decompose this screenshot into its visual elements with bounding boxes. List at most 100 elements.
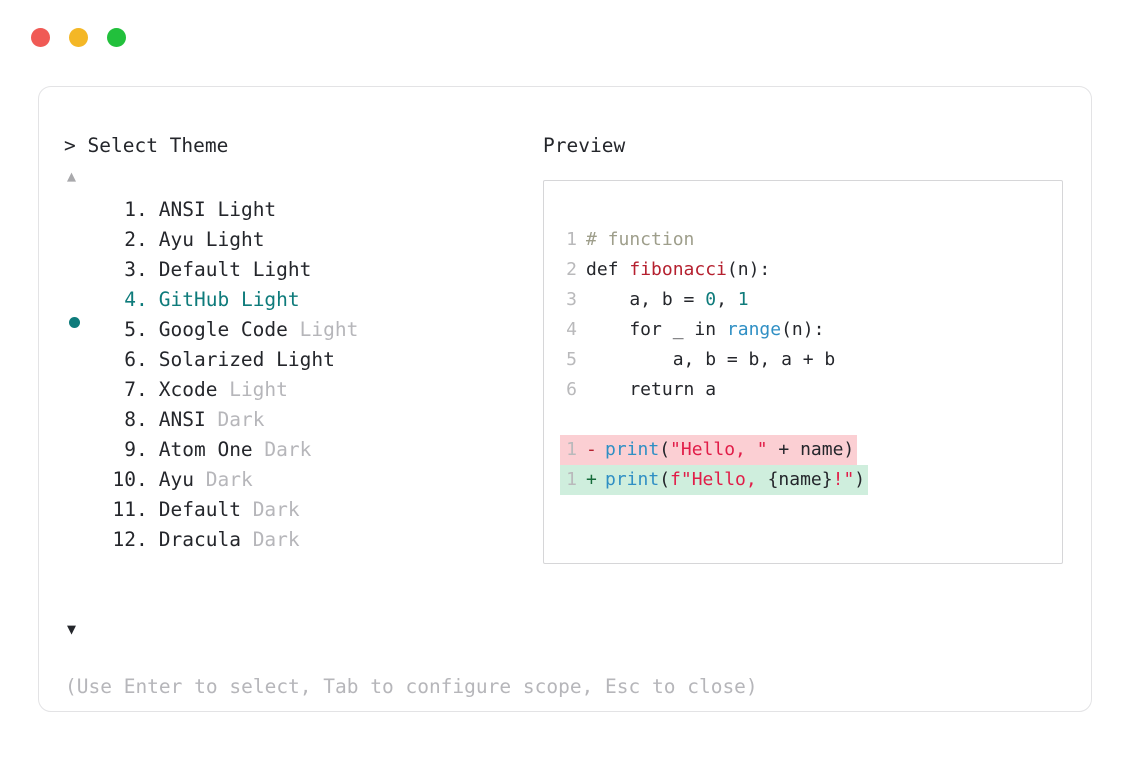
theme-item-name: Xcode [158, 378, 218, 401]
theme-item-index: 7 [124, 378, 136, 401]
code-line-content: for _ in range(n): [586, 315, 824, 345]
theme-list-item[interactable]: 9.Atom One Dark [64, 435, 524, 465]
theme-item-index: 1 [124, 198, 136, 221]
page-title: Select Theme [87, 134, 229, 157]
theme-item-name: Ayu [158, 228, 194, 251]
code-token-plain: , [716, 289, 738, 310]
maximize-button[interactable] [107, 28, 126, 47]
theme-item-index: 12 [112, 528, 136, 551]
diff-line-content: print(f"Hello, {name}!") [605, 465, 865, 495]
diff-sign: + [586, 469, 597, 490]
code-token-str: f"Hello, [670, 469, 768, 490]
theme-item-variant: Light [240, 288, 300, 311]
theme-item-index-dot: . [136, 228, 148, 251]
close-button[interactable] [31, 28, 50, 47]
keyboard-hint: (Use Enter to select, Tab to configure s… [65, 675, 758, 698]
code-token-plain: ) [854, 469, 866, 490]
line-number: 3 [566, 289, 577, 310]
theme-item-variant: Dark [205, 468, 253, 491]
code-line: 5 a, b = b, a + b [544, 345, 1062, 375]
code-line-content: def fibonacci(n): [586, 255, 770, 285]
code-token-plain: (n): [726, 259, 771, 280]
theme-item-index-dot: . [136, 408, 148, 431]
theme-item-index-dot: . [136, 348, 148, 371]
theme-item-index: 11 [112, 498, 136, 521]
theme-list-item[interactable]: 11.Default Dark [64, 495, 524, 525]
diff-line-number: 1 [566, 439, 577, 460]
theme-item-name: GitHub [158, 288, 230, 311]
code-token-plain: a, b = b, a + b [586, 349, 836, 370]
theme-item-index: 8 [124, 408, 136, 431]
line-number: 6 [566, 379, 577, 400]
code-token-plain: ( [659, 469, 671, 490]
code-token-plain: for _ in [586, 319, 727, 340]
code-line-content: # function [586, 225, 694, 255]
code-token-call: print [605, 469, 660, 490]
theme-item-index-dot: . [136, 528, 148, 551]
theme-list-item[interactable]: 7.Xcode Light [64, 375, 524, 405]
preview-title: Preview [543, 134, 626, 157]
theme-item-name: ANSI [158, 408, 206, 431]
theme-item-name: Default [158, 498, 241, 521]
diff-line-highlight: 1 + print(f"Hello, {name}!") [560, 465, 869, 495]
scroll-down-icon[interactable]: ▼ [67, 620, 77, 638]
theme-item-name: Solarized [158, 348, 265, 371]
code-token-call: print [605, 439, 660, 460]
theme-list-item[interactable]: 1.ANSI Light [64, 195, 524, 225]
theme-item-variant: Light [217, 198, 277, 221]
code-token-plain: def [586, 259, 630, 280]
code-token-plain: + name) [767, 439, 855, 460]
theme-list-item[interactable]: 6.Solarized Light [64, 345, 524, 375]
code-token-builtin: range [726, 319, 782, 340]
theme-item-index: 2 [124, 228, 136, 251]
code-token-str: "Hello, " [670, 439, 768, 460]
theme-item-name: Atom One [158, 438, 253, 461]
theme-list-item[interactable]: 4.GitHub Light [64, 285, 524, 328]
diff-line-content: print("Hello, " + name) [605, 435, 854, 465]
diff-line-delete: 1-print("Hello, " + name) [544, 435, 1062, 465]
theme-list-item[interactable]: 8. ANSI Dark [64, 405, 524, 435]
code-token-comment: # function [586, 229, 695, 250]
theme-item-index-dot: . [136, 318, 148, 341]
theme-item-variant: Dark [217, 408, 265, 431]
theme-item-name: Ayu [158, 468, 194, 491]
prompt-marker: > [64, 134, 76, 157]
theme-item-index-dot: . [136, 258, 148, 281]
theme-item-index-dot: . [136, 468, 148, 491]
theme-item-variant: Dark [264, 438, 312, 461]
theme-item-index-dot: . [136, 198, 148, 221]
code-token-plain: (n): [781, 319, 825, 340]
code-token-num: 1 [737, 289, 749, 310]
theme-list-item[interactable]: 10. Ayu Dark [64, 465, 524, 495]
code-token-plain: ( [659, 439, 671, 460]
window-traffic-lights [31, 28, 126, 47]
diff-sign: - [586, 439, 597, 460]
theme-item-index: 6 [124, 348, 136, 371]
theme-item-index-dot: . [136, 438, 148, 461]
theme-item-name: Default [158, 258, 241, 281]
diff-line-add: 1 + print(f"Hello, {name}!") [544, 465, 1062, 495]
scroll-up-icon[interactable]: ▲ [67, 167, 77, 185]
code-line-content: a, b = b, a + b [586, 345, 836, 375]
theme-item-index: 10 [112, 468, 136, 491]
code-line: 4 for _ in range(n): [544, 315, 1062, 345]
theme-list-item[interactable]: 5.Google Code Light [64, 315, 524, 345]
code-token-func: fibonacci [629, 259, 727, 280]
theme-item-variant: Light [299, 318, 359, 341]
theme-item-variant: Light [229, 378, 288, 401]
diff-line-number: 1 [566, 469, 577, 490]
theme-list-item[interactable]: 12.Dracula Dark [64, 525, 524, 555]
code-line: 3 a, b = 0, 1 [544, 285, 1062, 315]
theme-list-item[interactable]: 3.Default Light [64, 255, 524, 285]
line-number: 2 [566, 259, 577, 280]
code-line: 6 return a [544, 375, 1062, 405]
theme-list-item[interactable]: 2.Ayu Light [64, 225, 524, 255]
minimize-button[interactable] [69, 28, 88, 47]
theme-item-index: 3 [124, 258, 136, 281]
